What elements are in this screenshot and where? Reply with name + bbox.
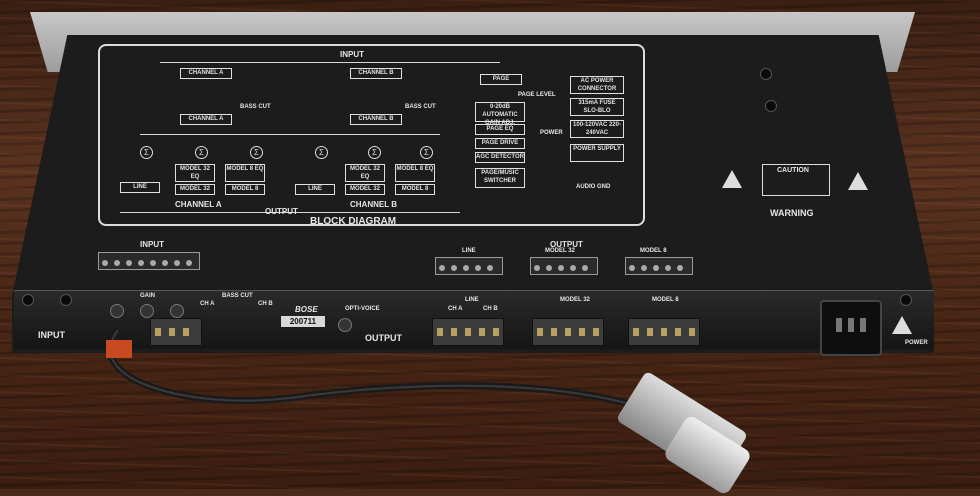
- iec-pin-1: [836, 318, 842, 332]
- caution-label-box: CAUTION: [762, 164, 830, 196]
- rear-line-label: LINE: [465, 297, 479, 303]
- line-out-connector: [432, 318, 504, 346]
- channel-a-box: CHANNEL A: [180, 68, 232, 79]
- power-label: POWER: [540, 130, 563, 136]
- summing-node-6: Σ: [420, 146, 433, 159]
- input-connector: [150, 318, 202, 346]
- summing-node-1: Σ: [140, 146, 153, 159]
- opti-voice-label: OPTI-VOICE: [345, 306, 380, 312]
- model-8-eq-a: MODEL 8 EQ: [225, 164, 265, 182]
- diagram-input-label: INPUT: [340, 50, 364, 59]
- power-warning-triangle-icon: [892, 316, 912, 334]
- mounting-screw: [60, 294, 72, 306]
- auto-gain-box: 0-20dB AUTOMATIC GAIN ADJ.: [475, 102, 525, 126]
- lightning-triangle-icon: [848, 172, 868, 190]
- line-out-header: LINE: [462, 248, 476, 254]
- channel-a-bass-box: CHANNEL A: [180, 114, 232, 125]
- ch-b-label: CH B: [258, 301, 273, 307]
- model-8-out-connector: [628, 318, 700, 346]
- channel-b-box: CHANNEL B: [350, 68, 402, 79]
- caution-label: CAUTION: [777, 167, 809, 174]
- model-32-eq-a: MODEL 32 EQ: [175, 164, 215, 182]
- model-32-out-connector: [532, 318, 604, 346]
- gain-knob-1[interactable]: [110, 304, 124, 318]
- model-32-terminal: [530, 257, 598, 275]
- block-diagram: INPUT CHANNEL A CHANNEL B PAGE PAGE LEVE…: [98, 44, 645, 226]
- iec-pin-3: [860, 318, 866, 332]
- mounting-screw-left: [22, 294, 34, 306]
- model-8-box-a: MODEL 8: [225, 184, 265, 195]
- model-32-box-b: MODEL 32: [345, 184, 385, 195]
- model-8-box-b: MODEL 8: [395, 184, 435, 195]
- model-32-header: MODEL 32: [545, 248, 575, 254]
- model-8-terminal: [625, 257, 693, 275]
- gain-knob-2[interactable]: [140, 304, 154, 318]
- diagram-output-label: OUTPUT: [265, 207, 298, 216]
- channel-a-footer: CHANNEL A: [175, 200, 222, 209]
- page-eq-box: PAGE EQ: [475, 124, 525, 135]
- fuse-box: 315mA FUSE SLO-BLO: [570, 98, 624, 116]
- input-terminal-strip: [98, 252, 200, 270]
- summing-node-5: Σ: [368, 146, 381, 159]
- voltage-box: 100-120VAC 220-240VAC: [570, 120, 624, 138]
- warning-label: WARNING: [770, 208, 814, 218]
- iec-power-inlet[interactable]: [820, 300, 882, 356]
- summing-node-4: Σ: [315, 146, 328, 159]
- line-box-a: LINE: [120, 182, 160, 193]
- input-header: INPUT: [140, 240, 164, 249]
- cable-strain-relief: [106, 340, 132, 358]
- summing-node-3: Σ: [250, 146, 263, 159]
- page-box: PAGE: [480, 74, 522, 85]
- gain-label: GAIN: [140, 293, 155, 299]
- block-diagram-title: BLOCK DIAGRAM: [310, 216, 397, 227]
- bass-cut-b-label: BASS CUT: [405, 104, 436, 110]
- page-level-label: PAGE LEVEL: [518, 92, 556, 98]
- model-8-header: MODEL 8: [640, 248, 667, 254]
- ac-power-box: AC POWER CONNECTOR: [570, 76, 624, 94]
- rear-ch-a-label: CH A: [448, 306, 463, 312]
- page-switcher-box: PAGE/MUSIC SWITCHER: [475, 168, 525, 188]
- power-panel-label: POWER: [905, 340, 928, 346]
- channel-b-footer: CHANNEL B: [350, 200, 397, 209]
- gain-knob-3[interactable]: [170, 304, 184, 318]
- level-knob[interactable]: [338, 318, 352, 332]
- summing-node-2: Σ: [195, 146, 208, 159]
- page-drive-box: PAGE DRIVE: [475, 138, 525, 149]
- iec-pin-2: [848, 318, 854, 332]
- mounting-screw-right: [900, 294, 912, 306]
- line-out-terminal: [435, 257, 503, 275]
- rear-model-8-label: MODEL 8: [652, 297, 679, 303]
- bass-cut-label: BASS CUT: [222, 293, 253, 299]
- agc-detector-box: AGC DETECTOR: [475, 152, 525, 163]
- serial-number: 200711: [281, 316, 325, 327]
- output-panel-label: OUTPUT: [365, 333, 402, 343]
- bass-cut-a-label: BASS CUT: [240, 104, 271, 110]
- ul-logo-icon: [760, 68, 772, 80]
- csa-logo-icon: [765, 100, 777, 112]
- rear-ch-b-label: CH B: [483, 306, 498, 312]
- output-header: OUTPUT: [550, 240, 583, 249]
- brand-logo: BOSE: [295, 305, 318, 314]
- input-panel-label: INPUT: [38, 330, 65, 340]
- model-8-eq-b: MODEL 8 EQ: [395, 164, 435, 182]
- channel-b-bass-box: CHANNEL B: [350, 114, 402, 125]
- rear-model-32-label: MODEL 32: [560, 297, 590, 303]
- model-32-box-a: MODEL 32: [175, 184, 215, 195]
- ch-a-label: CH A: [200, 301, 215, 307]
- audio-gnd-label: AUDIO GND: [576, 184, 611, 190]
- line-box-b: LINE: [295, 184, 335, 195]
- model-32-eq-b: MODEL 32 EQ: [345, 164, 385, 182]
- warning-triangle-icon: [722, 170, 742, 188]
- power-supply-box: POWER SUPPLY: [570, 144, 624, 162]
